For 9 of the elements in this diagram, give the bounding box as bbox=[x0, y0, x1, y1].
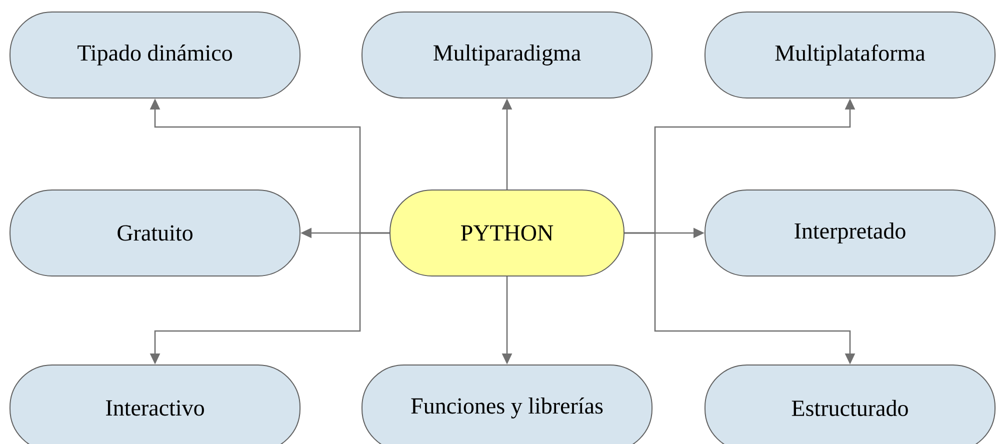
central-node: PYTHON bbox=[390, 190, 624, 276]
rounded-box: Funciones y librerías bbox=[362, 364, 652, 444]
rounded-box: Estructurado bbox=[704, 364, 996, 444]
rounded-box: Interactivo bbox=[10, 364, 300, 444]
rounded-box: Interpretado bbox=[704, 190, 996, 276]
rounded-box: Gratuito bbox=[10, 190, 300, 276]
rounded-box: Tipado dinámico bbox=[10, 12, 300, 98]
rounded-box: Multiplataforma bbox=[704, 12, 996, 98]
rounded-box: Multiparadigma bbox=[362, 12, 652, 98]
